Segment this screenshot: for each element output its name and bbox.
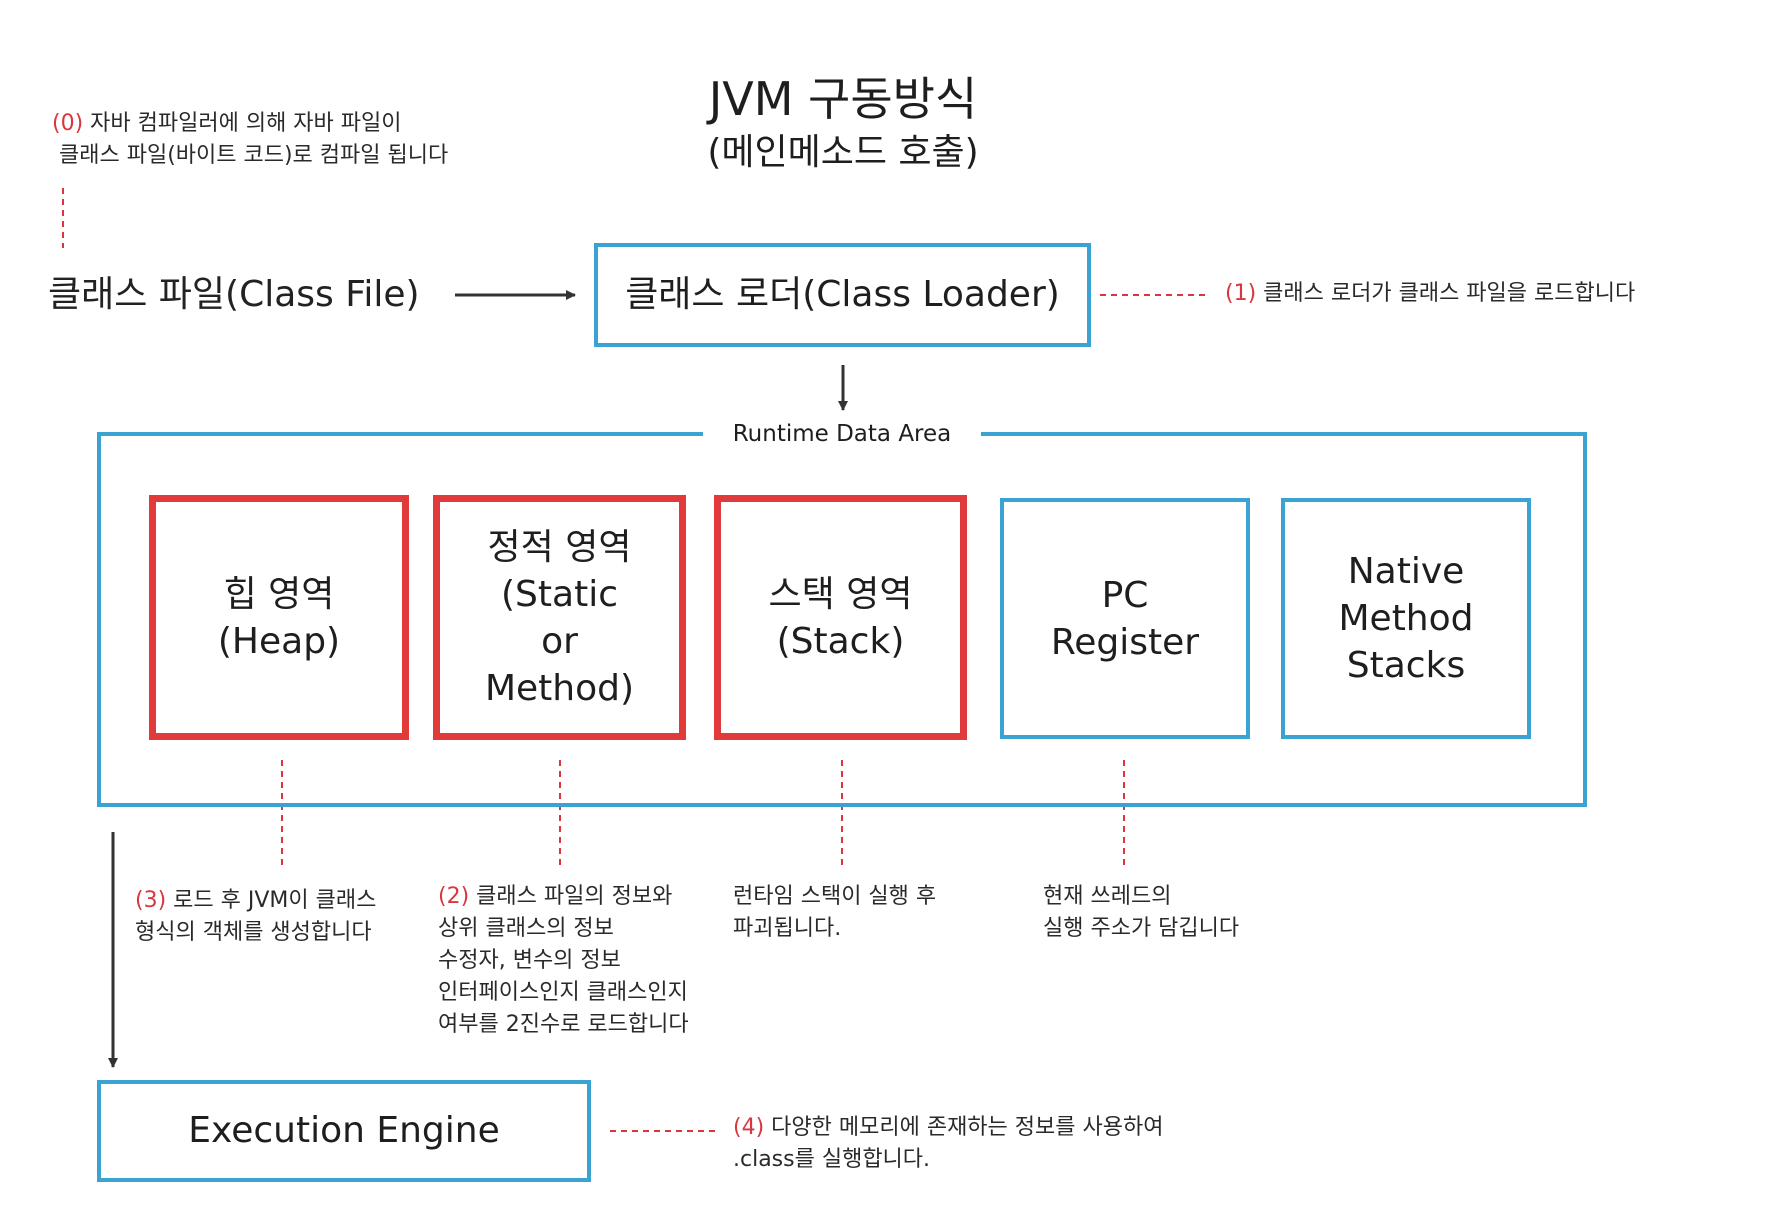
note-text: 수정자, 변수의 정보 [438, 948, 621, 973]
area-label: 스택 영역 [768, 573, 913, 615]
note-text: 클래스 파일(바이트 코드)로 컴파일 됩니다 [59, 143, 449, 168]
note-pc-register: 현재 쓰레드의 실행 주소가 담깁니다 [1043, 881, 1239, 945]
area-label: or [541, 620, 578, 662]
execution-engine-label: Execution Engine [188, 1110, 500, 1151]
class-loader-label: 클래스 로더(Class Loader) [625, 274, 1060, 315]
note-text: 클래스 파일의 정보와 [469, 884, 673, 909]
note-number: (2) [438, 884, 470, 909]
native-method-stacks-box: Native Method Stacks [1281, 498, 1531, 739]
page-title: JVM 구동방식 [708, 72, 978, 126]
class-loader-box: 클래스 로더(Class Loader) [594, 243, 1091, 347]
execution-engine-box: Execution Engine [97, 1080, 591, 1182]
note-text: 여부를 2진수로 로드합니다 [438, 1012, 689, 1037]
area-label: Method) [484, 667, 635, 709]
heap-area-box: 힙 영역 (Heap) [149, 495, 409, 740]
note-text: 클래스 로더가 클래스 파일을 로드합니다 [1256, 281, 1636, 306]
area-label: 힙 영역 [223, 573, 335, 615]
note-text: 다양한 메모리에 존재하는 정보를 사용하여 [764, 1115, 1164, 1140]
note-text: 현재 쓰레드의 [1043, 884, 1172, 909]
note-text: 로드 후 JVM이 클래스 [166, 888, 377, 913]
note-stack: 런타임 스택이 실행 후 파괴됩니다. [733, 881, 936, 945]
pc-register-box: PC Register [1000, 498, 1250, 739]
area-label: (Static [501, 573, 618, 615]
note-text: 파괴됩니다. [733, 916, 842, 941]
note-text: 인터페이스인지 클래스인지 [438, 980, 688, 1005]
note-compile: (0) 자바 컴파일러에 의해 자바 파일이 클래스 파일(바이트 코드)로 컴… [52, 108, 448, 172]
note-text: .class를 실행합니다. [733, 1147, 931, 1172]
note-text: 실행 주소가 담깁니다 [1043, 916, 1240, 941]
area-label: Stacks [1346, 645, 1466, 686]
note-class-loader: (1) 클래스 로더가 클래스 파일을 로드합니다 [1225, 278, 1635, 310]
area-label: (Heap) [217, 620, 341, 662]
note-number: (3) [135, 888, 167, 913]
note-number: (0) [52, 111, 84, 136]
note-text: 자바 컴파일러에 의해 자바 파일이 [83, 111, 402, 136]
class-file-label: 클래스 파일(Class File) [48, 274, 420, 315]
area-label: Native [1347, 551, 1465, 592]
static-area-box: 정적 영역 (Static or Method) [433, 495, 686, 740]
page-subtitle: (메인메소드 호출) [707, 132, 979, 173]
note-number: (4) [733, 1115, 765, 1140]
note-object-creation: (3) 로드 후 JVM이 클래스 형식의 객체를 생성합니다 [135, 885, 376, 949]
runtime-data-area-label: Runtime Data Area [703, 418, 981, 450]
area-label: 정적 영역 [487, 526, 632, 568]
note-text: 상위 클래스의 정보 [438, 916, 614, 941]
area-label: Register [1050, 621, 1200, 663]
note-execution: (4) 다양한 메모리에 존재하는 정보를 사용하여 .class를 실행합니다… [733, 1112, 1163, 1176]
area-label: (Stack) [776, 620, 905, 662]
area-label: Method [1338, 598, 1474, 639]
note-number: (1) [1225, 281, 1257, 306]
note-text: 런타임 스택이 실행 후 [733, 884, 937, 909]
stack-area-box: 스택 영역 (Stack) [714, 495, 967, 740]
note-class-info: (2) 클래스 파일의 정보와 상위 클래스의 정보 수정자, 변수의 정보 인… [438, 881, 689, 1041]
note-text: 형식의 객체를 생성합니다 [135, 920, 372, 945]
area-label: PC [1101, 574, 1149, 616]
